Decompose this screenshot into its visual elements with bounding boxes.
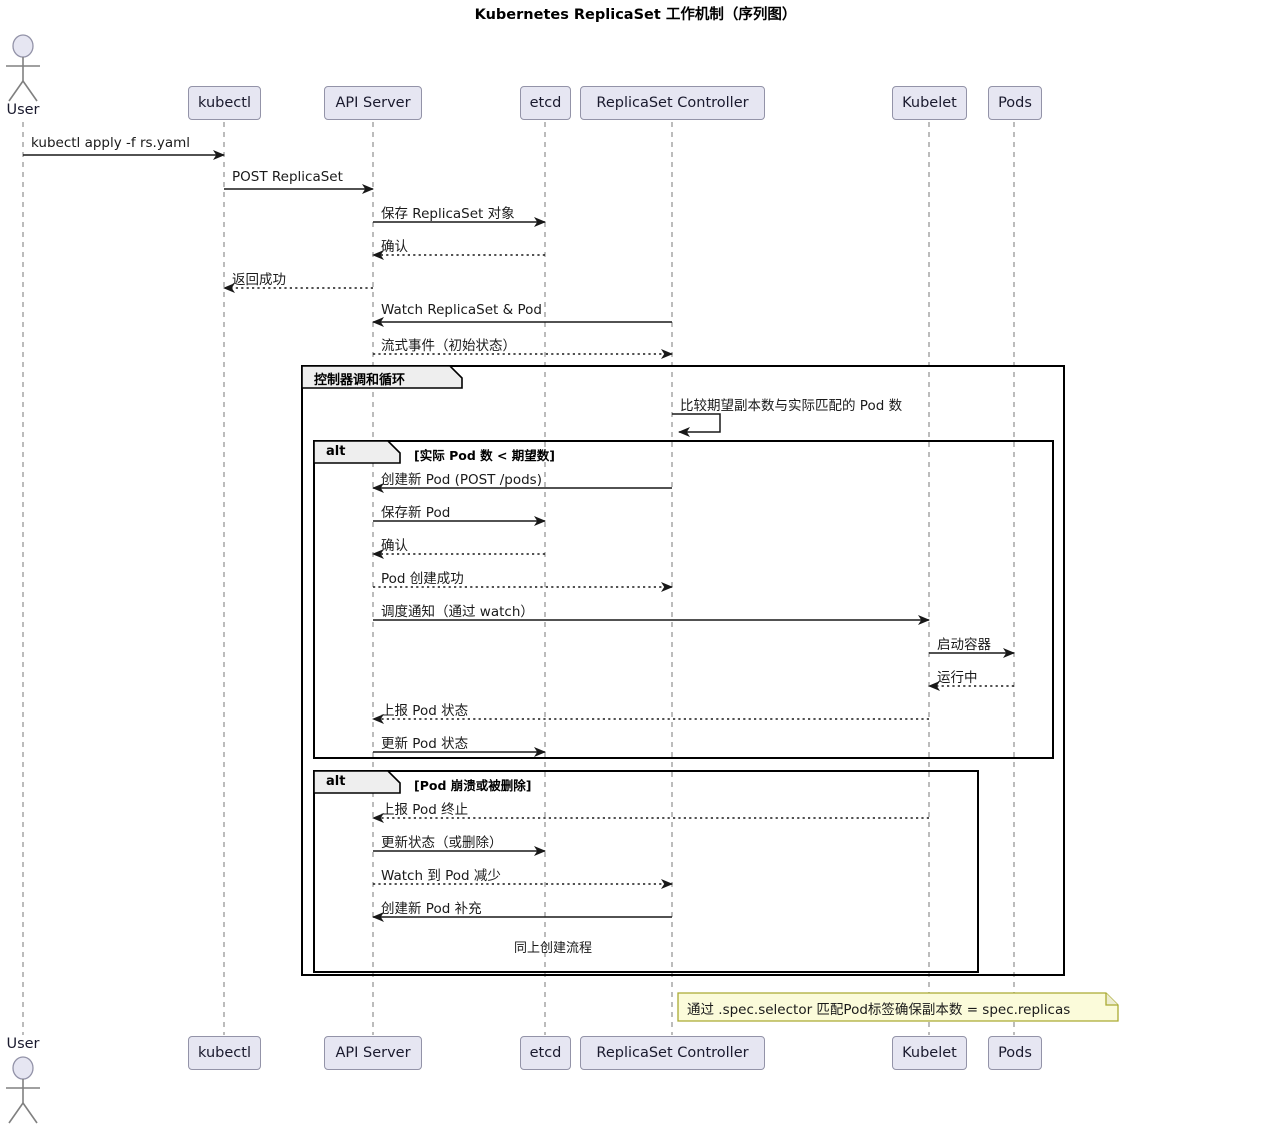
participant-etcd[interactable]: etcd xyxy=(520,1036,571,1070)
page-title: Kubernetes ReplicaSet 工作机制（序列图） xyxy=(474,7,797,23)
notes-group xyxy=(677,992,1119,1022)
frame-condition-alt-frame-1: [实际 Pod 数 < 期望数] xyxy=(414,448,556,463)
frame-label-loop-frame: 控制器调和循环 xyxy=(314,373,406,388)
message-label-1: kubectl apply -f rs.yaml xyxy=(31,135,190,151)
message-label-16: 上报 Pod 状态 xyxy=(381,703,469,719)
frame-condition-alt-frame-2: [Pod 崩溃或被删除] xyxy=(414,778,532,793)
message-label-4: 确认 xyxy=(381,239,408,255)
lifelines-group xyxy=(22,122,1015,1035)
message-label-5: 返回成功 xyxy=(232,272,286,288)
message-label-14: 启动容器 xyxy=(937,637,991,653)
participant-rscontroller[interactable]: ReplicaSet Controller xyxy=(580,86,765,120)
participant-pods[interactable]: Pods xyxy=(988,1036,1042,1070)
frame-tab xyxy=(313,770,401,794)
frame-inline-note-0: 同上创建流程 xyxy=(514,941,593,956)
frame-tab xyxy=(313,440,401,464)
message-label-19: 更新状态（或删除） xyxy=(381,835,503,851)
actors-group xyxy=(6,34,40,1124)
frame-border xyxy=(301,365,1065,976)
message-label-3: 保存 ReplicaSet 对象 xyxy=(381,206,515,222)
participant-apiserver[interactable]: API Server xyxy=(324,86,422,120)
message-label-20: Watch 到 Pod 减少 xyxy=(381,868,501,884)
participant-rscontroller[interactable]: ReplicaSet Controller xyxy=(580,1036,765,1070)
message-label-21: 创建新 Pod 补充 xyxy=(381,901,482,917)
participant-pods[interactable]: Pods xyxy=(988,86,1042,120)
participant-kubectl[interactable]: kubectl xyxy=(188,86,261,120)
frame-alt-frame-1 xyxy=(313,440,1054,759)
frame-alt-frame-2 xyxy=(313,770,979,973)
message-label-8: 比较期望副本数与实际匹配的 Pod 数 xyxy=(680,398,903,414)
frame-tab xyxy=(301,365,463,389)
message-label-11: 确认 xyxy=(381,538,408,554)
frame-border xyxy=(313,770,979,973)
message-label-2: POST ReplicaSet xyxy=(232,169,343,185)
note-0 xyxy=(677,992,1119,1022)
frame-border xyxy=(313,440,1054,759)
participant-kubelet[interactable]: Kubelet xyxy=(892,1036,967,1070)
actor-figure-bottom-0[interactable] xyxy=(6,1056,40,1124)
frame-label-alt-frame-1: alt xyxy=(326,444,346,459)
message-label-7: 流式事件（初始状态） xyxy=(381,338,516,354)
message-label-15: 运行中 xyxy=(937,670,978,686)
frame-label-alt-frame-2: alt xyxy=(326,774,346,789)
participant-etcd[interactable]: etcd xyxy=(520,86,571,120)
actor-label-bottom-0: User xyxy=(6,1036,40,1052)
message-arrow-8 xyxy=(672,413,721,437)
message-label-17: 更新 Pod 状态 xyxy=(381,736,469,752)
message-label-13: 调度通知（通过 watch） xyxy=(381,604,534,620)
messages-group xyxy=(23,150,1015,922)
frames-group xyxy=(301,365,1065,976)
message-label-9: 创建新 Pod (POST /pods) xyxy=(381,472,542,488)
participant-kubectl[interactable]: kubectl xyxy=(188,1036,261,1070)
participant-apiserver[interactable]: API Server xyxy=(324,1036,422,1070)
participant-kubelet[interactable]: Kubelet xyxy=(892,86,967,120)
note-text-0: 通过 .spec.selector 匹配Pod标签确保副本数 = spec.re… xyxy=(687,1002,1071,1018)
message-label-12: Pod 创建成功 xyxy=(381,571,464,587)
actor-figure-top-0[interactable] xyxy=(6,34,40,102)
message-label-18: 上报 Pod 终止 xyxy=(381,802,469,818)
actor-label-top-0: User xyxy=(6,102,40,118)
message-label-10: 保存新 Pod xyxy=(381,505,451,521)
message-label-6: Watch ReplicaSet & Pod xyxy=(381,302,542,318)
frame-loop-frame xyxy=(301,365,1065,976)
